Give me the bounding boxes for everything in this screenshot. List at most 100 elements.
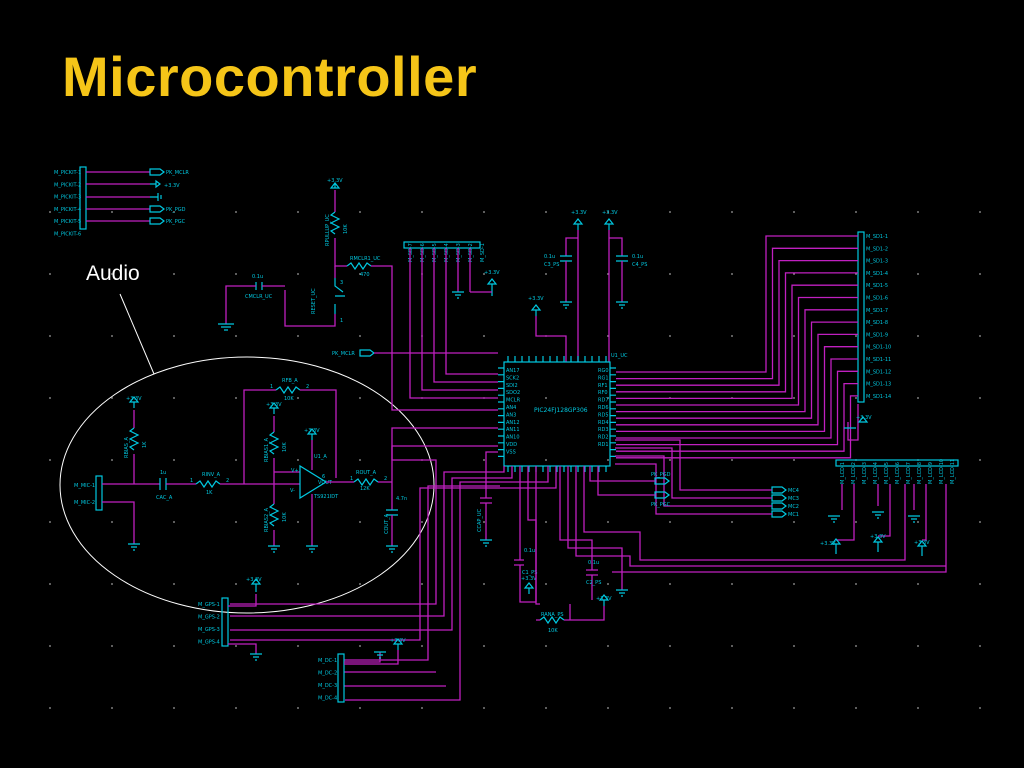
mcu-left-pin-label: AN10 <box>506 435 520 441</box>
rdiv2-ref: RBIAS2_A <box>264 507 270 532</box>
sd-top-pin-label: M_SD-4 <box>444 243 450 262</box>
reset-3v3-label: +3.3V <box>327 178 343 184</box>
c3-rail-label: +3.3V <box>571 210 587 216</box>
opamp-3v3: +3.3V <box>304 428 320 434</box>
sd-top-pin-label: M_SD-5 <box>432 243 438 262</box>
mcu-left-pin-label: SDO2 <box>506 390 520 396</box>
pullup-ref: RPULLUP_UC <box>325 214 331 246</box>
rout-pin2: 2 <box>384 476 387 482</box>
lcd-pin-label: M_LCD-6 <box>895 462 901 484</box>
mcu-left-pin-label: VSS <box>506 449 516 455</box>
sw-pin-1: 1 <box>340 318 343 324</box>
mcu-left-pin-label: AN12 <box>506 420 520 426</box>
rfb-pin2: 2 <box>306 384 309 390</box>
gps-pin-label: M_GPS-1 <box>198 602 220 608</box>
opamp-pin6: 6 <box>322 474 325 480</box>
mcu-right-pin-label: RG0 <box>598 368 609 374</box>
rdiv1-ref: RBIAS1_A <box>264 437 270 462</box>
sw-pin-3: 3 <box>340 280 343 286</box>
sd-top-pin-label: M_SD-2 <box>468 243 474 262</box>
rana-3v3: +3.3V <box>596 596 612 602</box>
mclr-net-label: PK_MCLR <box>332 351 355 357</box>
dc-pin-label: M_DC-4 <box>318 696 337 702</box>
lcd-pin-label: M_LCD-9 <box>928 462 934 484</box>
gps-pin-label: M_GPS-2 <box>198 615 220 621</box>
lcd-pin-label: M_LCD-1 <box>840 462 846 484</box>
mc-label: MC1 <box>788 512 799 518</box>
vdd-3v3-label: +3.3V <box>528 296 544 302</box>
cac-ref: CAC_A <box>156 495 173 501</box>
gps-pin-label: M_GPS-4 <box>198 640 220 646</box>
lcd-pin-label: M_LCD-3 <box>862 462 868 484</box>
sd-top-pin-label: M_SD-6 <box>420 243 426 262</box>
pickit-connector: M_PICKIT-1M_PICKIT-2M_PICKIT-3M_PICKIT-4… <box>54 166 189 238</box>
sd1-3v3-label: +3.3V <box>856 415 872 421</box>
sd1-pin-label: M_SD1-12 <box>866 369 891 375</box>
cmclr-val: 0.1u <box>252 274 263 280</box>
audio-callout-line <box>119 293 155 375</box>
pickit-mclr-label: PK_MCLR <box>166 170 189 176</box>
mcu-right-pin-label: RD7 <box>598 398 609 404</box>
mcu-left-pin-label: AN17 <box>506 368 520 374</box>
sd1-pin-label: M_SD1-1 <box>866 234 888 240</box>
mcu-ref: U1_UC <box>611 353 628 359</box>
sd1-pin-label: M_SD1-2 <box>866 246 888 252</box>
mcu-left-pin-label: AN3 <box>506 412 516 418</box>
audio-3v3-b: +3.3V <box>266 402 282 408</box>
sdtop-3v3-label: +3.3V <box>484 270 500 276</box>
rmclr-ref: RMCLR1_UC <box>350 256 381 262</box>
pickit-pin-label: M_PICKIT-2 <box>54 182 81 188</box>
gps-pin-label: M_GPS-3 <box>198 627 220 633</box>
mcu-right-pin-label: RF1 <box>598 383 608 389</box>
pickit-pin-label: M_PICKIT-4 <box>54 207 81 213</box>
rana-val: 10K <box>548 628 558 634</box>
dc-pin-label: M_DC-1 <box>318 658 337 664</box>
opamp-vplus: V+ <box>291 468 299 474</box>
lcd-pin-label: M_LCD-5 <box>884 462 890 484</box>
pickit-pin-label: M_PICKIT-6 <box>54 232 81 238</box>
audio-section-ellipse <box>59 356 435 614</box>
mcu-left-pin-label: SCK2 <box>506 375 519 381</box>
mcu-left-pin-label: AN4 <box>506 405 516 411</box>
opamp-vout: VOUT <box>318 480 333 486</box>
lcd-pin-label: M_LCD-7 <box>906 462 912 484</box>
rfb-pin1: 1 <box>270 384 273 390</box>
mic-pin-2: M_MIC-2 <box>74 500 95 506</box>
rbias-ref: RBIAS_A <box>124 437 130 458</box>
lcd-pin-label: M_LCD-2 <box>851 462 857 484</box>
c1-ref: C1_PS <box>522 570 537 576</box>
rfb-ref: RFB_A <box>282 378 298 384</box>
rout-pin1: 1 <box>350 476 353 482</box>
gps-3v3: +3.3V <box>246 577 262 583</box>
mc-label: MC3 <box>788 496 799 502</box>
c3-ref: C3_PS <box>544 262 559 268</box>
mcu-right-pin-label: RD6 <box>598 405 609 411</box>
cac-val: 1u <box>160 470 166 476</box>
slide-title: Microcontroller <box>62 45 478 108</box>
sd1-pin-label: M_SD1-4 <box>866 271 888 277</box>
dc-3v3: +3.3V <box>390 638 406 644</box>
sd1-pin-label: M_SD1-6 <box>866 296 888 302</box>
c2-ref: C2_PS <box>586 580 601 586</box>
sd1-pin-label: M_SD1-8 <box>866 320 888 326</box>
gps-connector: M_GPS-1M_GPS-2M_GPS-3M_GPS-4 +3.3V <box>198 577 262 661</box>
mcu-right-pin-label: RD1 <box>598 442 609 448</box>
dc-pin-label: M_DC-3 <box>318 683 337 689</box>
opamp-ref: U1_A <box>314 454 327 460</box>
rin-pin2: 2 <box>226 478 229 484</box>
rout-ref: ROUT_A <box>356 470 377 476</box>
sd1-pin-label: M_SD1-5 <box>866 283 888 289</box>
rout-val: 12K <box>360 486 370 492</box>
c4-val: 0.1u <box>632 254 643 260</box>
dc-pin-label: M_DC-2 <box>318 671 337 677</box>
mcu-right-pin-label: RF0 <box>598 390 608 396</box>
c3-val: 0.1u <box>544 254 555 260</box>
sd1-pin-label: M_SD1-11 <box>866 357 891 363</box>
pickit-pgd-label: PK_PGD <box>166 207 186 213</box>
grid-dots <box>49 211 981 709</box>
rdiv1-val: 10K <box>282 442 288 452</box>
reset-switch-ref: RESET_UC <box>311 288 317 314</box>
